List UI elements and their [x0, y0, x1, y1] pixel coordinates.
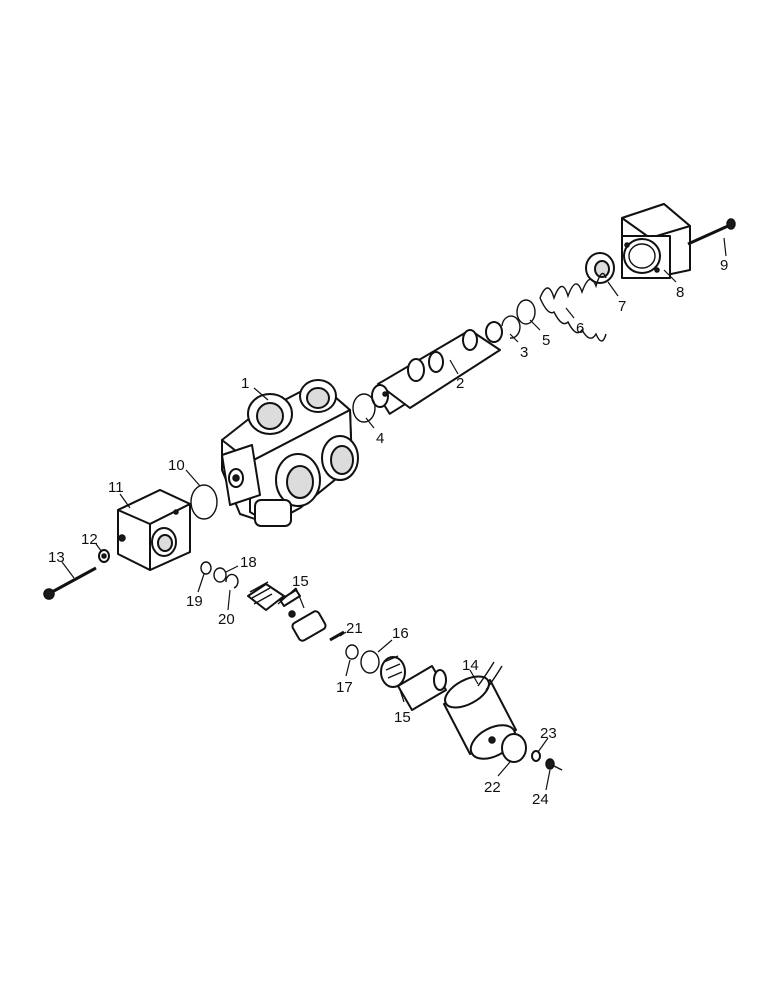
backup-ring [213, 567, 227, 583]
snap-ring [225, 573, 239, 589]
callout-6: 6 [576, 320, 584, 337]
callout-23: 23 [540, 725, 557, 742]
callout-9: 9 [720, 257, 728, 274]
bolt [687, 218, 736, 246]
spring-seat [585, 252, 615, 284]
o-ring [352, 393, 376, 423]
callout-11: 11 [108, 479, 124, 496]
callout-24: 24 [532, 791, 549, 808]
nut [545, 758, 563, 771]
callout-20: 20 [218, 611, 235, 628]
washer [501, 733, 527, 763]
callout-3: 3 [520, 344, 528, 361]
valve-body [221, 379, 359, 527]
callout-15b: 15 [394, 709, 411, 726]
callout-4: 4 [376, 430, 384, 447]
solenoid-tube [380, 655, 447, 711]
callout-labels: 1 2 3 4 5 6 7 8 9 10 11 12 13 14 15 15 1… [48, 257, 728, 808]
callout-8: 8 [676, 284, 684, 301]
callout-16: 16 [392, 625, 409, 642]
o-ring [190, 484, 218, 520]
callout-12: 12 [81, 531, 98, 548]
callout-21: 21 [346, 620, 363, 637]
leader-lines [61, 237, 727, 791]
callout-17: 17 [336, 679, 353, 696]
spring [329, 630, 345, 642]
spool [371, 321, 503, 415]
callout-7: 7 [618, 298, 626, 315]
end-cap [621, 203, 691, 279]
callout-14: 14 [462, 657, 479, 674]
callout-18: 18 [240, 554, 257, 571]
cartridge-valve [247, 581, 327, 642]
bolt [43, 566, 97, 600]
snap-ring [501, 315, 521, 339]
o-ring [345, 644, 359, 660]
washer [98, 549, 110, 563]
end-block [117, 489, 191, 571]
callout-2: 2 [456, 375, 464, 392]
callout-5: 5 [542, 332, 550, 349]
callout-22: 22 [484, 779, 501, 796]
callout-13: 13 [48, 549, 65, 566]
o-ring [360, 650, 380, 674]
callout-15: 15 [292, 573, 309, 590]
spring [539, 272, 607, 342]
o-ring [200, 561, 212, 575]
ring [516, 299, 536, 325]
washer [531, 750, 541, 762]
callout-19: 19 [186, 593, 203, 610]
callout-10: 10 [168, 457, 185, 474]
callout-1: 1 [241, 375, 249, 392]
